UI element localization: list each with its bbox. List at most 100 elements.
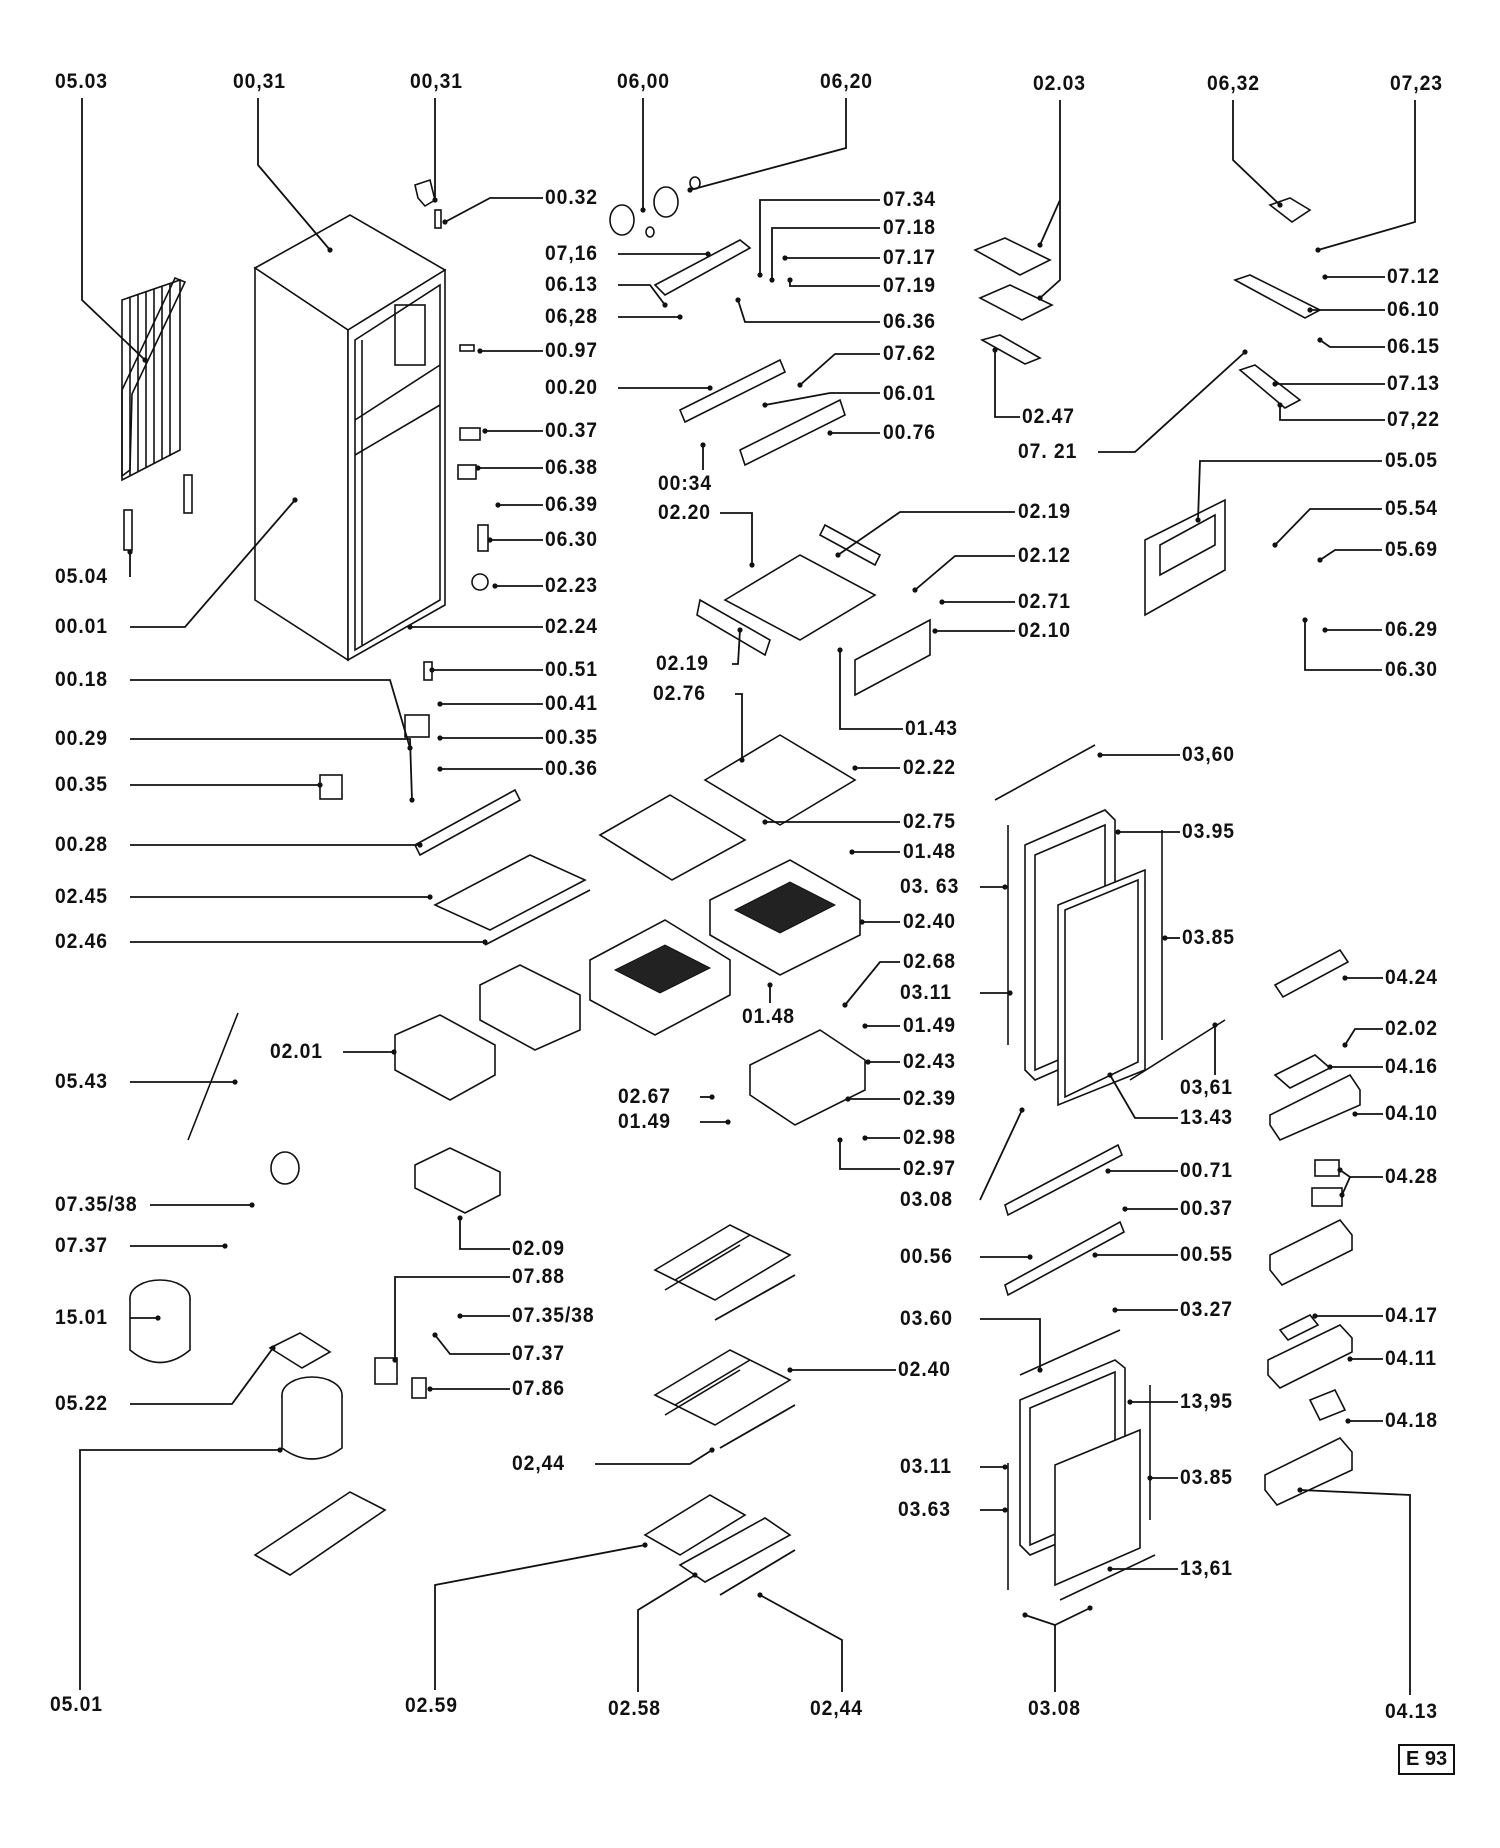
part-label[interactable]: 15.01 bbox=[55, 1306, 108, 1329]
part-label[interactable]: 07.35/38 bbox=[512, 1304, 595, 1327]
part-label[interactable]: 02.03 bbox=[1033, 72, 1086, 95]
part-label[interactable]: 07.35/38 bbox=[55, 1193, 138, 1216]
part-label[interactable]: 03.08 bbox=[1028, 1697, 1081, 1720]
part-label[interactable]: 00.56 bbox=[900, 1245, 953, 1268]
part-label[interactable]: 03.95 bbox=[1182, 820, 1235, 843]
part-label[interactable]: 04.10 bbox=[1385, 1102, 1438, 1125]
part-label[interactable]: 00.37 bbox=[545, 419, 598, 442]
part-label[interactable]: 00.76 bbox=[883, 421, 936, 444]
part-label[interactable]: 13,95 bbox=[1180, 1390, 1233, 1413]
part-label[interactable]: 00.35 bbox=[545, 726, 598, 749]
part-label[interactable]: 03.60 bbox=[900, 1307, 953, 1330]
part-label[interactable]: 06,00 bbox=[617, 70, 670, 93]
part-label[interactable]: 03.11 bbox=[900, 1455, 952, 1478]
part-label[interactable]: 03.27 bbox=[1180, 1298, 1233, 1321]
part-label[interactable]: 02.97 bbox=[903, 1157, 956, 1180]
part-label[interactable]: 06.30 bbox=[1385, 658, 1438, 681]
part-label[interactable]: 00.35 bbox=[55, 773, 108, 796]
part-label[interactable]: 04.13 bbox=[1385, 1700, 1438, 1723]
part-label[interactable]: 00.37 bbox=[1180, 1197, 1233, 1220]
part-label[interactable]: 00.01 bbox=[55, 615, 108, 638]
part-label[interactable]: 02.39 bbox=[903, 1087, 956, 1110]
part-label[interactable]: 07.34 bbox=[883, 188, 936, 211]
part-label[interactable]: 07,23 bbox=[1390, 72, 1443, 95]
part-label[interactable]: 02.47 bbox=[1022, 405, 1075, 428]
part-label[interactable]: 00.51 bbox=[545, 658, 598, 681]
part-label[interactable]: 06,20 bbox=[820, 70, 873, 93]
part-label[interactable]: 03.85 bbox=[1182, 926, 1235, 949]
part-label[interactable]: 02.67 bbox=[618, 1085, 671, 1108]
part-label[interactable]: 00.20 bbox=[545, 376, 598, 399]
part-label[interactable]: 00.55 bbox=[1180, 1243, 1233, 1266]
part-label[interactable]: 06.30 bbox=[545, 528, 598, 551]
part-label[interactable]: 07.62 bbox=[883, 342, 936, 365]
part-label[interactable]: 02.19 bbox=[1018, 500, 1071, 523]
part-label[interactable]: 01.49 bbox=[903, 1014, 956, 1037]
part-label[interactable]: 02.75 bbox=[903, 810, 956, 833]
part-label[interactable]: 02.46 bbox=[55, 930, 108, 953]
part-label[interactable]: 06.38 bbox=[545, 456, 598, 479]
part-label[interactable]: 03,60 bbox=[1182, 743, 1235, 766]
part-label[interactable]: 04.17 bbox=[1385, 1304, 1438, 1327]
part-label[interactable]: 00.28 bbox=[55, 833, 108, 856]
part-label[interactable]: 04.11 bbox=[1385, 1347, 1437, 1370]
part-label[interactable]: 02.22 bbox=[903, 756, 956, 779]
part-label[interactable]: 07.19 bbox=[883, 274, 936, 297]
part-label[interactable]: 07.88 bbox=[512, 1265, 565, 1288]
part-label[interactable]: 02.76 bbox=[653, 682, 706, 705]
part-label[interactable]: 06.15 bbox=[1387, 335, 1440, 358]
part-label[interactable]: 04.28 bbox=[1385, 1165, 1438, 1188]
part-label[interactable]: 02.59 bbox=[405, 1694, 458, 1717]
part-label[interactable]: 02.71 bbox=[1018, 590, 1071, 613]
part-label[interactable]: 03.08 bbox=[900, 1188, 953, 1211]
part-label[interactable]: 02.12 bbox=[1018, 544, 1071, 567]
part-label[interactable]: 06.29 bbox=[1385, 618, 1438, 641]
part-label[interactable]: 01.43 bbox=[905, 717, 958, 740]
part-label[interactable]: 13,61 bbox=[1180, 1557, 1233, 1580]
part-label[interactable]: 05.54 bbox=[1385, 497, 1438, 520]
part-label[interactable]: 02.10 bbox=[1018, 619, 1071, 642]
part-label[interactable]: 00:34 bbox=[658, 472, 713, 495]
part-label[interactable]: 02.68 bbox=[903, 950, 956, 973]
part-label[interactable]: 02,44 bbox=[810, 1697, 863, 1720]
part-label[interactable]: 03.85 bbox=[1180, 1466, 1233, 1489]
part-label[interactable]: 07,22 bbox=[1387, 408, 1440, 431]
part-label[interactable]: 05.01 bbox=[50, 1693, 103, 1716]
part-label[interactable]: 05.03 bbox=[55, 70, 108, 93]
part-label[interactable]: 06.13 bbox=[545, 273, 598, 296]
part-label[interactable]: 04.16 bbox=[1385, 1055, 1438, 1078]
part-label[interactable]: 00.97 bbox=[545, 339, 598, 362]
part-label[interactable]: 04.18 bbox=[1385, 1409, 1438, 1432]
part-label[interactable]: 02.98 bbox=[903, 1126, 956, 1149]
part-label[interactable]: 02,44 bbox=[512, 1452, 565, 1475]
part-label[interactable]: 03. 63 bbox=[900, 875, 960, 898]
part-label[interactable]: 02.01 bbox=[270, 1040, 323, 1063]
part-label[interactable]: 02.19 bbox=[656, 652, 709, 675]
part-label[interactable]: 04.24 bbox=[1385, 966, 1438, 989]
part-label[interactable]: 00,31 bbox=[410, 70, 463, 93]
part-label[interactable]: 07.18 bbox=[883, 216, 936, 239]
part-label[interactable]: 07.17 bbox=[883, 246, 936, 269]
part-label[interactable]: 02.40 bbox=[898, 1358, 951, 1381]
part-label[interactable]: 02.58 bbox=[608, 1697, 661, 1720]
part-label[interactable]: 06.10 bbox=[1387, 298, 1440, 321]
part-label[interactable]: 02.24 bbox=[545, 615, 598, 638]
part-label[interactable]: 03.63 bbox=[898, 1498, 951, 1521]
part-label[interactable]: 07.37 bbox=[512, 1342, 565, 1365]
part-label[interactable]: 02.45 bbox=[55, 885, 108, 908]
part-label[interactable]: 01.49 bbox=[618, 1110, 671, 1133]
part-label[interactable]: 00.32 bbox=[545, 186, 598, 209]
part-label[interactable]: 00.18 bbox=[55, 668, 108, 691]
part-label[interactable]: 02.09 bbox=[512, 1237, 565, 1260]
part-label[interactable]: 05.22 bbox=[55, 1392, 108, 1415]
part-label[interactable]: 00.36 bbox=[545, 757, 598, 780]
part-label[interactable]: 07.12 bbox=[1387, 265, 1440, 288]
part-label[interactable]: 07.13 bbox=[1387, 372, 1440, 395]
part-label[interactable]: 01.48 bbox=[742, 1005, 795, 1028]
part-label[interactable]: 07. 21 bbox=[1018, 440, 1078, 463]
part-label[interactable]: 00,31 bbox=[233, 70, 286, 93]
part-label[interactable]: 07.86 bbox=[512, 1377, 565, 1400]
part-label[interactable]: 05.04 bbox=[55, 565, 108, 588]
part-label[interactable]: 06,28 bbox=[545, 305, 598, 328]
part-label[interactable]: 02.02 bbox=[1385, 1017, 1438, 1040]
